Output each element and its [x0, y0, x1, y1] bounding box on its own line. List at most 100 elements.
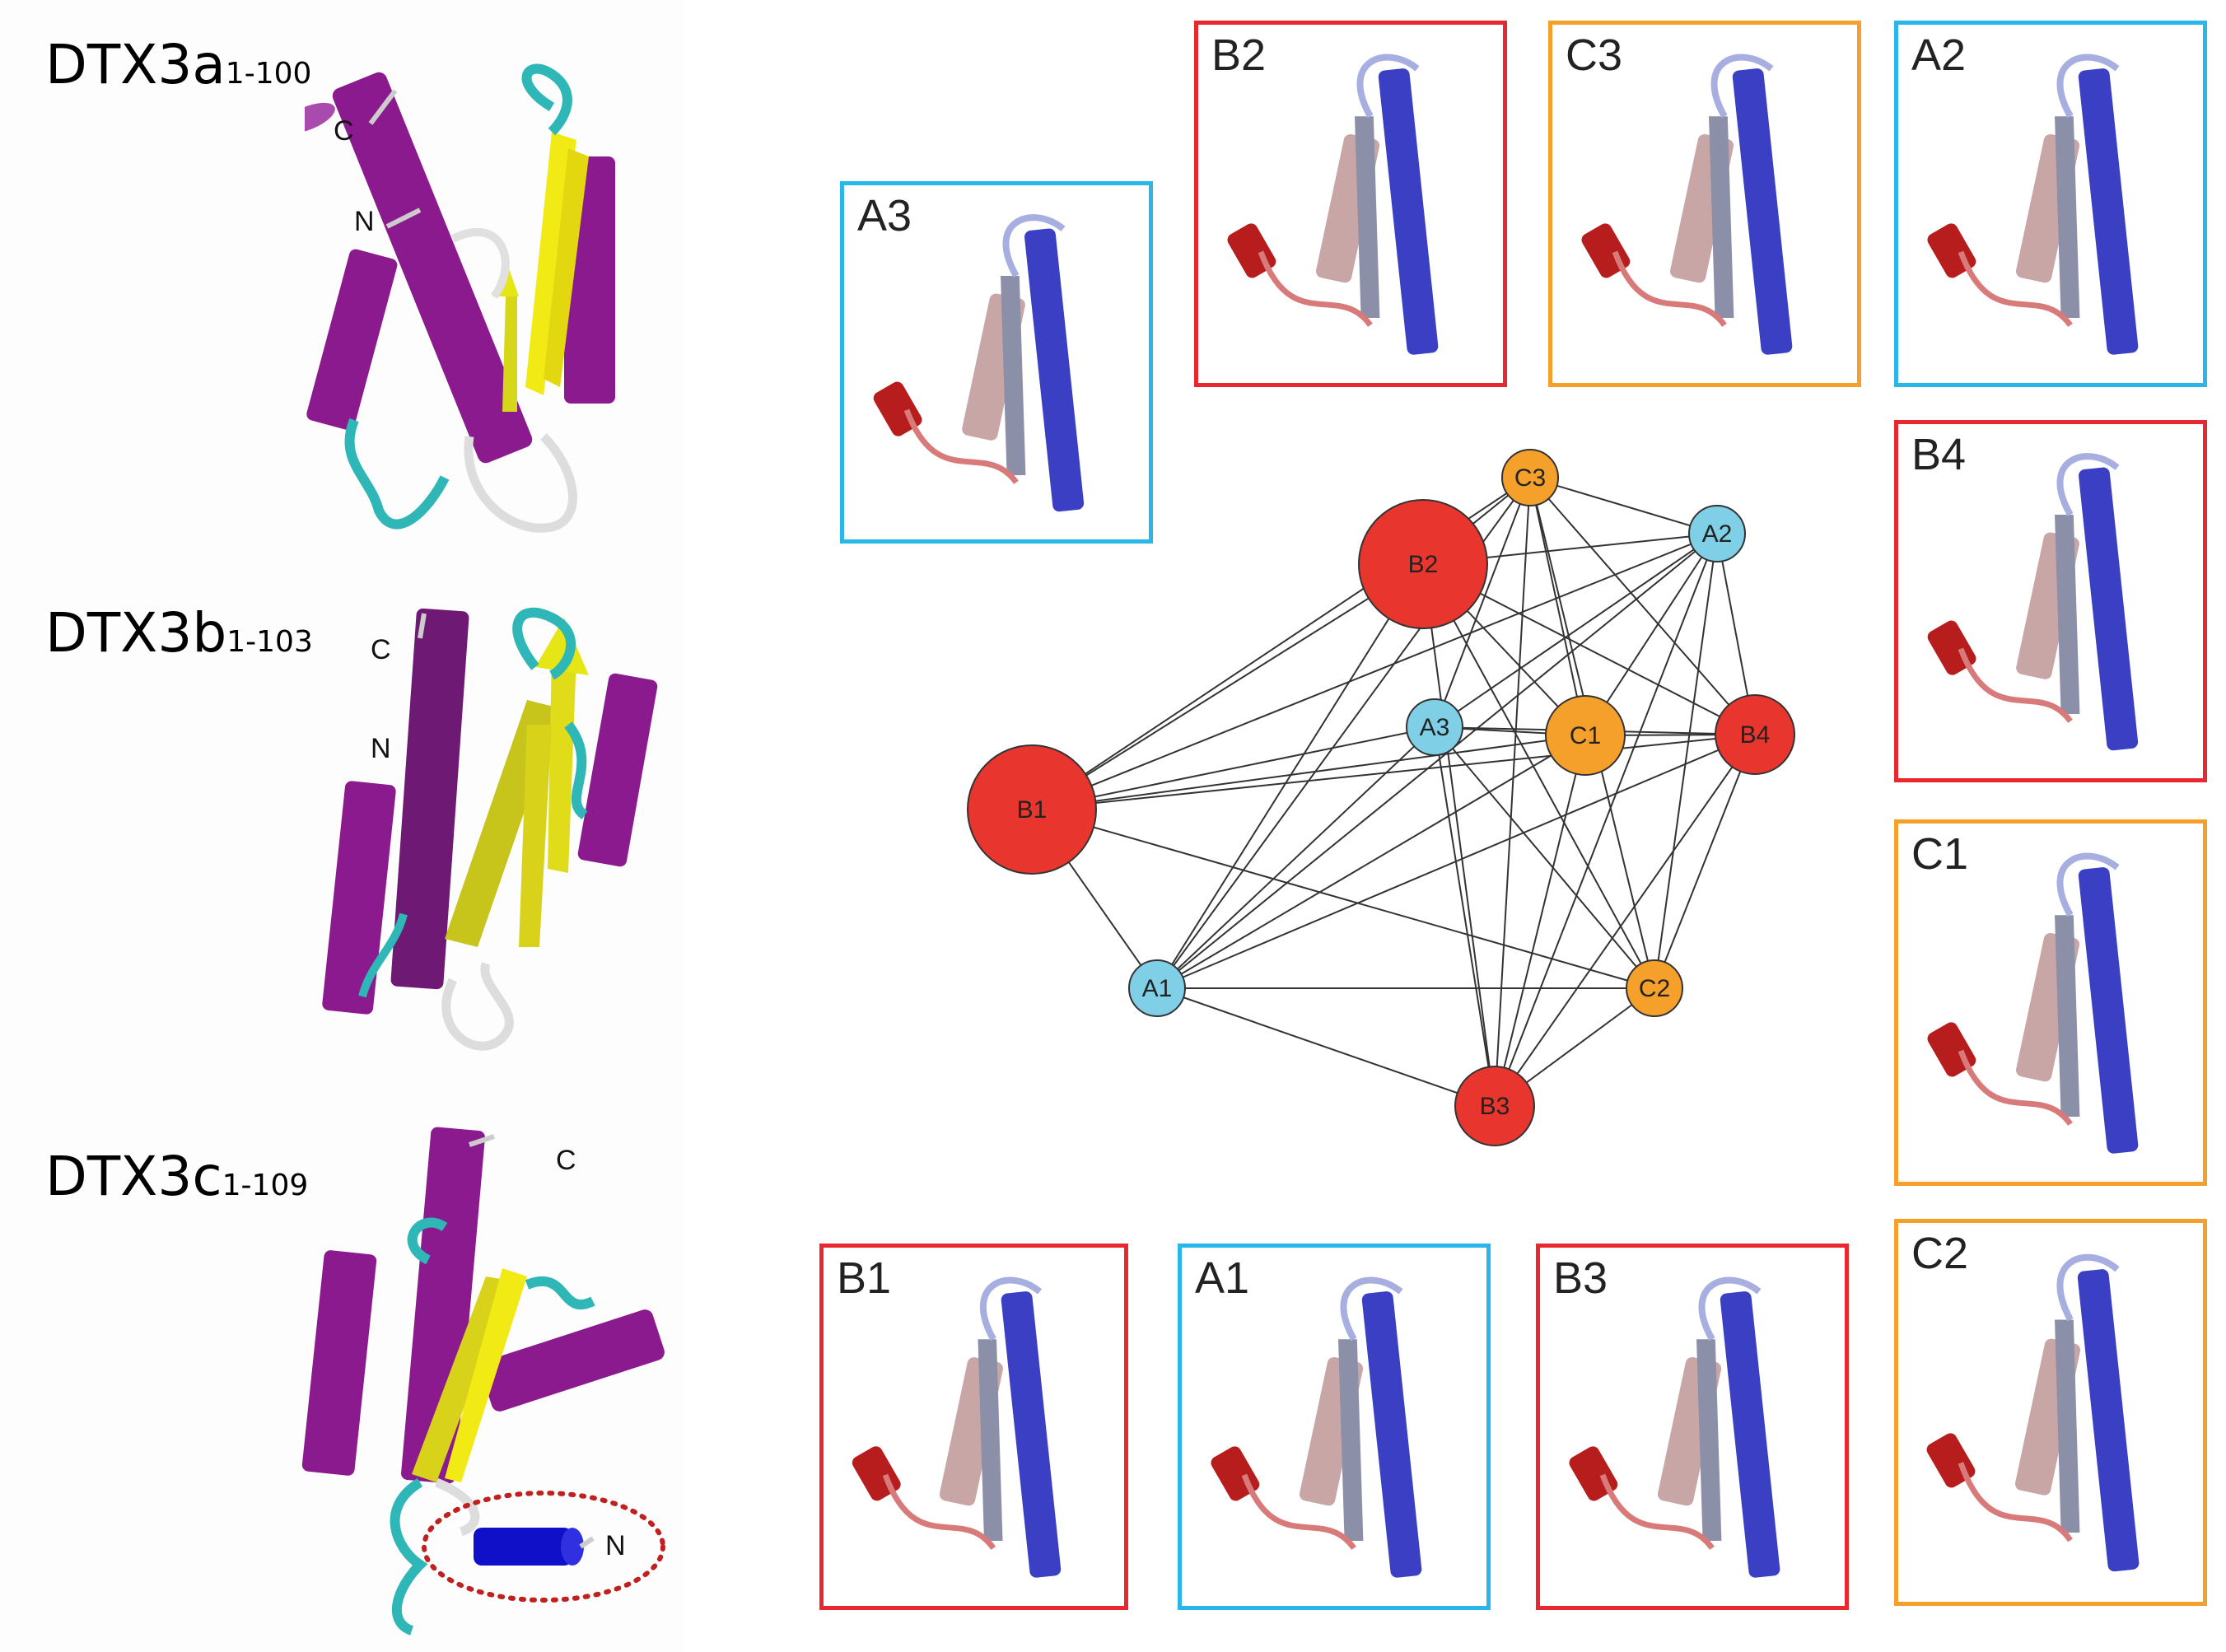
top-loop [1356, 54, 1420, 119]
node-label: A2 [1702, 520, 1733, 548]
edge-b1-b2 [1031, 563, 1424, 810]
strand [2055, 915, 2080, 1117]
model-label: A3 [857, 191, 912, 240]
c-terminus-label: C [334, 115, 354, 147]
model-box-b1: B1 [819, 1244, 1128, 1610]
strand [1355, 116, 1380, 318]
edge-c3-b4 [1529, 477, 1756, 735]
helix-left [322, 781, 396, 1015]
model-cartoon [1211, 1276, 1422, 1578]
node-label: B2 [1408, 551, 1439, 578]
node-a3: A3 [1406, 698, 1463, 756]
edge-a2-a3 [1434, 533, 1718, 728]
blue-helix [2077, 1269, 2140, 1572]
top-loop [1698, 1276, 1762, 1342]
loop-right [525, 1276, 595, 1310]
red-loop [1958, 250, 2073, 327]
node-circle [1358, 499, 1488, 629]
node-a1: A1 [1128, 959, 1186, 1017]
c-terminus-label: C [556, 1145, 576, 1176]
structure-dtx3b: C N [322, 607, 658, 1051]
model-box-a3: A3 [840, 181, 1153, 544]
node-b4: B4 [1715, 694, 1795, 775]
edge-c2-b4 [1654, 734, 1756, 989]
edge-c3-a3 [1434, 477, 1531, 728]
structure-dtx3a: C N [305, 63, 615, 533]
edge-b3-a2 [1494, 533, 1718, 1107]
edge-a1-b2 [1156, 563, 1424, 989]
top-loop [1340, 1276, 1403, 1342]
n-terminus-tail [385, 208, 422, 229]
node-b3: B3 [1454, 1066, 1535, 1146]
n-terminal-highlight-circle [422, 1491, 665, 1603]
blue-helix [2078, 867, 2139, 1154]
model-label: B4 [1911, 430, 1967, 479]
node-b2: B2 [1358, 499, 1488, 629]
model-label: B3 [1553, 1253, 1608, 1303]
edge-b1-a3 [1031, 726, 1435, 810]
node-c2: C2 [1626, 959, 1683, 1017]
loop-bottom [464, 433, 577, 533]
top-loop [2056, 1253, 2120, 1322]
edge-b1-b4 [1031, 734, 1756, 810]
node-c3: C3 [1501, 449, 1559, 506]
blue-helix [2078, 68, 2139, 355]
n-terminal-helix [474, 1528, 572, 1566]
strand-arrow [535, 618, 589, 675]
model-box-a2: A2 [1894, 21, 2207, 387]
blue-helix [1378, 68, 1439, 355]
strand [978, 1339, 1003, 1541]
node-circle [1454, 1066, 1535, 1146]
strand-2 [445, 1268, 527, 1482]
c-terminus-tail [469, 1134, 495, 1147]
model-label: C2 [1911, 1229, 1969, 1278]
model-box-c3: C3 [1548, 21, 1861, 387]
n-terminus-label: N [354, 206, 375, 237]
edge-c3-c1 [1529, 477, 1586, 736]
model-label: B1 [837, 1253, 892, 1303]
helix-main [401, 1127, 485, 1484]
loop-bottom-grey [434, 1477, 480, 1537]
red-loop [1612, 250, 1727, 327]
model-cartoon [1569, 1276, 1780, 1578]
edge-c2-a2 [1654, 533, 1718, 989]
top-loop [2056, 54, 2120, 119]
blue-helix [1001, 1291, 1062, 1578]
loop-top [512, 607, 576, 680]
strand-2 [548, 651, 576, 873]
helix-left [306, 249, 398, 431]
edge-b1-a2 [1031, 533, 1718, 810]
node-circle [1688, 505, 1746, 562]
node-circle [1545, 695, 1626, 776]
edge-b1-c1 [1031, 735, 1586, 810]
red-loop [1958, 647, 2073, 723]
strand [1696, 1339, 1722, 1541]
variant-name: DTX3a [45, 33, 226, 96]
red-loop [1258, 250, 1373, 327]
red-loop [1958, 1049, 2073, 1126]
edge-b3-c1 [1494, 735, 1586, 1107]
helix-main [305, 72, 533, 464]
red-loop [882, 1473, 996, 1550]
model-box-a1: A1 [1178, 1244, 1491, 1610]
top-loop [2056, 453, 2120, 516]
top-loop [1002, 214, 1066, 278]
variant-range: 1-109 [222, 1169, 309, 1202]
c-terminus-tail [418, 613, 427, 639]
red-loop [1599, 1473, 1715, 1550]
helix-right [480, 1309, 665, 1412]
edge-a1-b3 [1156, 987, 1496, 1107]
edge-b3-a3 [1434, 726, 1496, 1107]
edge-a1-a2 [1156, 533, 1718, 989]
helix-main [390, 608, 469, 990]
node-label: A3 [1420, 714, 1450, 741]
model-cartoon [873, 214, 1085, 512]
model-box-b3: B3 [1536, 1244, 1849, 1610]
model-cartoon [1926, 1253, 2140, 1572]
strand [2055, 116, 2080, 318]
red-loop [903, 408, 1019, 484]
model-cartoon [1927, 54, 2139, 355]
model-cartoon [1927, 852, 2139, 1154]
edge-c2-a3 [1434, 726, 1655, 989]
top-loop [2056, 852, 2120, 917]
